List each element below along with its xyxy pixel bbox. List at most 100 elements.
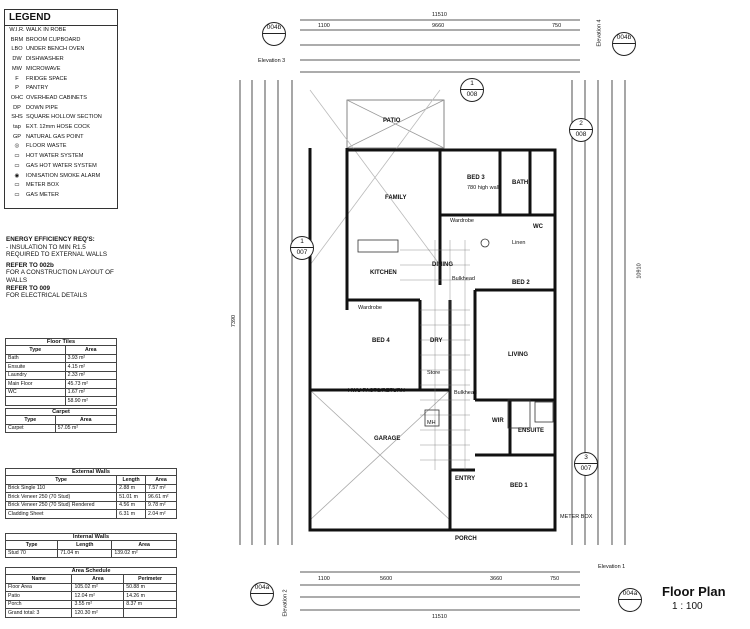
elevation-1-marker[interactable]: 004a (618, 588, 642, 612)
marker-sub: 007 (580, 465, 592, 472)
legend-desc: FLOOR WASTE (26, 143, 67, 150)
legend-desc: SQUARE HOLLOW SECTION (26, 114, 102, 121)
col-type: Type (5, 345, 66, 355)
legend-abbr: BRM (10, 36, 24, 43)
room-bed3-note: 780 high wall (467, 185, 500, 191)
legend-abbr: DW (12, 56, 22, 63)
table-cell: 2.88 m (116, 483, 147, 493)
table-cell: Brick Veneer 250 (70 Stud) (4, 492, 118, 502)
col-name: Name (4, 574, 73, 584)
table-cell: 58.90 m² (64, 396, 118, 406)
table-cell: 1.67 m² (64, 387, 118, 397)
legend-abbr: MW (12, 65, 22, 72)
legend-desc: UNDER BENCH OVEN (26, 46, 85, 53)
energy-note: ENERGY EFFICIENCY REQ'S: - INSULATION TO… (6, 236, 118, 300)
table-cell: 45.73 m² (64, 379, 118, 389)
marker-ref: 004a (251, 583, 273, 594)
col-area: Area (64, 345, 118, 355)
legend-row: tap EXT. 12mm HOSE COCK (5, 123, 117, 133)
room-bath: BATH (512, 180, 529, 186)
legend-row: ▭METER BOX (5, 181, 117, 191)
elevation-2-marker[interactable]: 004a (250, 582, 274, 606)
floor-tiles-title: Floor Tiles (5, 338, 117, 345)
legend-row: F FRIDGE SPACE (5, 75, 117, 85)
room-wardrobe-1: Wardrobe (450, 218, 474, 224)
legend-desc: MICROWAVE (26, 65, 61, 72)
elevation-4-marker[interactable]: 004b (612, 32, 636, 56)
room-entry: ENTRY (455, 476, 476, 482)
legend-desc: DOWN PIPE (26, 104, 59, 111)
legend-abbr: F (15, 75, 19, 82)
room-patio: PATIO (383, 118, 401, 124)
room-bulkhead-1: Bulkhead (452, 276, 475, 282)
room-dining: DINING (432, 262, 453, 268)
room-linen: Linen (512, 240, 526, 246)
col-type: Type (4, 540, 59, 550)
dim-top-overall: 11510 (432, 12, 447, 18)
elevation-4-label: Elevation 4 (596, 19, 603, 47)
legend-desc: HOT WATER SYSTEM (26, 153, 84, 160)
table-cell: Carpet (5, 423, 56, 433)
legend-abbr: DP (13, 104, 21, 111)
drawing-scale: 1 : 100 (672, 601, 703, 612)
internal-walls-title: Internal Walls (5, 533, 177, 540)
dim-top-1: 1100 (318, 23, 330, 29)
energy-title: ENERGY EFFICIENCY REQ'S: (6, 236, 95, 243)
ref2-title: REFER TO 009 (6, 284, 50, 292)
legend-desc: NATURAL GAS POINT (26, 133, 84, 140)
table-cell: Laundry (5, 370, 66, 380)
legend-desc: EXT. 12mm HOSE COCK (26, 124, 91, 131)
legend-desc: FRIDGE SPACE (26, 75, 68, 82)
table-cell: 139.02 m² (111, 548, 177, 558)
legend-desc: PANTRY (26, 85, 49, 92)
table-cell: Ensuite (5, 362, 66, 372)
meter-box-label: METER BOX (560, 514, 593, 520)
legend-abbr: ◉ (14, 172, 20, 179)
col-type: Type (4, 475, 118, 485)
table-cell: 2.04 m² (145, 509, 177, 519)
dim-bottom-2: 5600 (380, 576, 393, 582)
legend-row: DW DISHWASHER (5, 55, 117, 65)
dim-bottom-3: 3660 (490, 576, 503, 582)
elevation-3-label: Elevation 3 (258, 58, 286, 64)
table-cell: Porch (4, 599, 73, 609)
dim-top-3: 750 (552, 23, 562, 29)
table-cell: 4.15 m² (64, 362, 118, 372)
ref1-title: REFER TO 002b (6, 261, 54, 269)
col-area: Area (71, 574, 125, 584)
legend-abbr: ▭ (14, 191, 20, 198)
table-cell: 6.31 m (116, 509, 147, 519)
elevation-3-marker[interactable]: 004b (262, 22, 286, 46)
table-cell: Brick Single 110 (4, 483, 118, 493)
legend-abbr: tap (13, 124, 21, 131)
ref1-line-2: WALLS (6, 276, 28, 284)
drawing-title: Floor Plan (662, 584, 726, 599)
legend-abbr: P (15, 85, 19, 92)
legend-desc: DISHWASHER (26, 56, 64, 63)
legend-abbr: ◎ (14, 143, 20, 150)
legend-row: ◉IONISATION SMOKE ALARM (5, 172, 117, 182)
legend-desc: GAS HOT WATER SYSTEM (26, 162, 97, 169)
legend-desc: BROOM CUPBOARD (26, 36, 81, 43)
marker-sub: 008 (575, 131, 587, 138)
table-cell: Main Floor (5, 379, 66, 389)
room-living: LIVING (508, 352, 529, 358)
